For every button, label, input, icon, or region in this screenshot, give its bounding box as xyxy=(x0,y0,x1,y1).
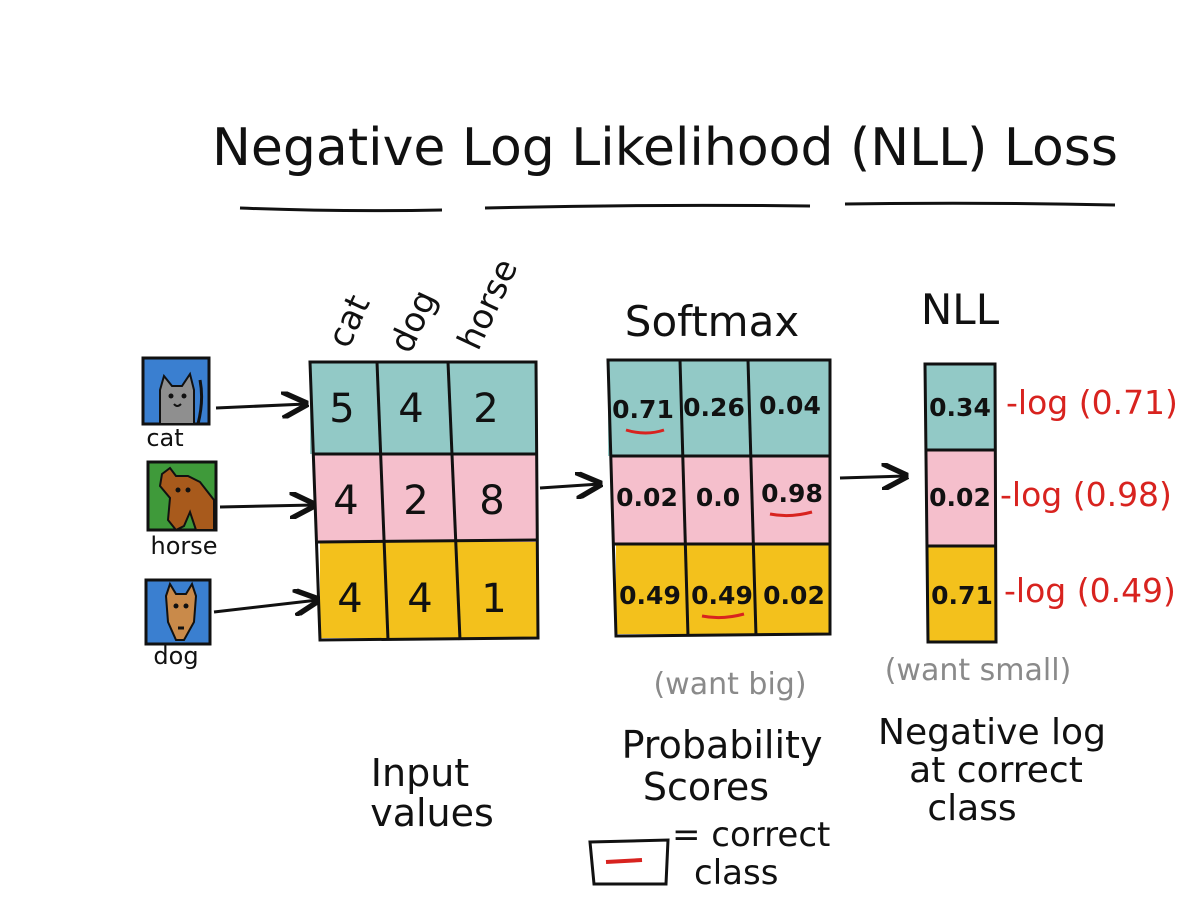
softmax-note: (want big) xyxy=(653,667,806,702)
softmax-cell: 0.04 xyxy=(759,391,821,420)
softmax-grid: 0.71 0.26 0.04 0.02 0.0 0.98 0.49 0.49 0… xyxy=(606,358,832,638)
softmax-caption-line: Probability xyxy=(622,723,823,767)
input-cell: 4 xyxy=(333,478,358,524)
title-underlines xyxy=(239,201,1116,213)
nll-formulas: -log (0.71) -log (0.98) -log (0.49) xyxy=(1000,383,1178,610)
horse-image xyxy=(146,460,218,532)
dog-icon xyxy=(164,581,198,641)
softmax-cell: 0.71 xyxy=(612,395,674,424)
softmax-cell: 0.0 xyxy=(696,483,740,512)
input-caption-line: Input xyxy=(371,751,469,795)
softmax-title: Softmax xyxy=(625,297,799,346)
cat-image-label: cat xyxy=(146,424,183,452)
nll-formula: -log (0.98) xyxy=(1000,475,1172,514)
softmax-cell: 0.02 xyxy=(763,581,825,610)
input-cell: 4 xyxy=(398,386,423,432)
legend: = correct class xyxy=(588,815,830,893)
correct-class-underline xyxy=(701,612,745,620)
nll-caption-line: at correct xyxy=(909,750,1083,791)
input-cell: 4 xyxy=(337,576,362,622)
column-header-cat: cat xyxy=(320,289,379,354)
input-caption-line: values xyxy=(370,791,494,835)
nll-row-horse xyxy=(926,450,996,546)
cat-icon xyxy=(159,371,204,425)
nll-cell: 0.71 xyxy=(931,581,993,610)
softmax-row-dog xyxy=(616,544,830,634)
dog-image-label: dog xyxy=(153,642,198,670)
correct-class-underline xyxy=(625,428,665,435)
nll-column: 0.34 0.02 0.71 xyxy=(923,362,998,644)
nll-caption: Negative log at correct class xyxy=(878,712,1106,829)
legend-red-mark xyxy=(605,858,643,864)
correct-class-underline xyxy=(769,510,813,518)
input-cell: 5 xyxy=(329,386,354,432)
legend-box xyxy=(588,838,670,886)
softmax-caption: Probability Scores xyxy=(622,723,823,809)
input-row-cat xyxy=(310,362,536,454)
softmax-cell: 0.49 xyxy=(619,581,681,610)
horse-image-label: horse xyxy=(150,532,217,560)
nll-title: NLL xyxy=(921,285,1000,334)
input-to-softmax-arrow xyxy=(539,484,600,488)
nll-row-dog xyxy=(928,546,996,642)
input-row-horse xyxy=(315,454,537,542)
softmax-row-cat xyxy=(608,360,830,456)
nll-caption-line: class xyxy=(927,788,1016,829)
legend-label-line: class xyxy=(694,853,778,893)
column-header-horse: horse xyxy=(450,253,526,356)
input-row-dog xyxy=(320,542,538,638)
softmax-cell: 0.98 xyxy=(761,479,823,508)
column-header-dog: dog xyxy=(382,284,445,359)
input-caption: Input values xyxy=(370,751,494,835)
nll-note: (want small) xyxy=(885,653,1072,688)
correct-class-markers xyxy=(625,428,813,620)
nll-formula: -log (0.71) xyxy=(1006,383,1178,422)
input-cell: 2 xyxy=(473,386,498,432)
legend-label-line: = correct xyxy=(672,815,830,855)
softmax-cell: 0.49 xyxy=(691,581,753,610)
nll-row-cat xyxy=(925,364,995,450)
nll-cell: 0.34 xyxy=(929,393,991,422)
input-cell: 8 xyxy=(479,478,504,524)
image-arrows xyxy=(213,404,318,612)
softmax-caption-line: Scores xyxy=(643,765,769,809)
softmax-cell: 0.26 xyxy=(683,393,745,422)
softmax-cell: 0.02 xyxy=(616,483,678,512)
horse-icon xyxy=(158,466,215,532)
nll-cell: 0.02 xyxy=(929,483,991,512)
input-cell: 2 xyxy=(403,478,428,524)
cat-image xyxy=(141,356,211,426)
softmax-row-horse xyxy=(612,456,830,544)
input-cell: 1 xyxy=(481,576,506,622)
nll-caption-line: Negative log xyxy=(878,712,1106,753)
page-title: Negative Log Likelihood (NLL) Loss xyxy=(212,118,1118,178)
input-grid: 5 4 2 4 2 8 4 4 1 xyxy=(308,360,540,642)
softmax-to-nll-arrow xyxy=(839,476,906,478)
input-cell: 4 xyxy=(407,576,432,622)
input-column-headers: cat dog horse xyxy=(320,253,526,359)
nll-formula: -log (0.49) xyxy=(1004,571,1176,610)
dog-image xyxy=(144,578,212,646)
